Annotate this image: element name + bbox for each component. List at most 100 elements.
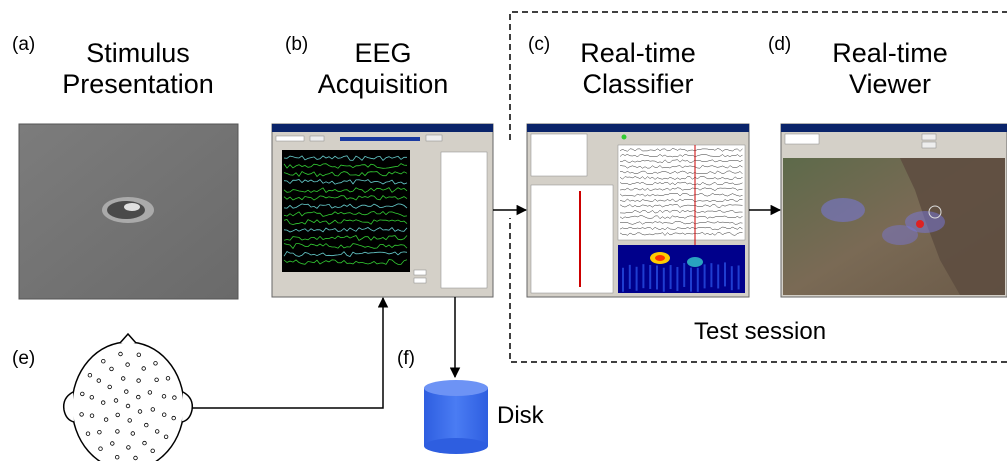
panel-c-letter: (c) bbox=[528, 34, 551, 55]
eeg-trace-line bbox=[283, 155, 407, 161]
classifier-trace-line bbox=[619, 159, 743, 163]
electrode-dot bbox=[161, 412, 167, 417]
electrode-dot bbox=[125, 362, 130, 367]
electrode-dot bbox=[120, 376, 126, 381]
eeg-trace-line bbox=[283, 235, 408, 241]
panel-b-title: EEG Acquisition bbox=[283, 38, 483, 100]
head-electrode-diagram bbox=[62, 332, 194, 461]
eeg-trace-line bbox=[283, 163, 408, 169]
classifier-trace-line bbox=[619, 176, 743, 180]
classifier-window bbox=[526, 123, 750, 298]
spectrogram-band bbox=[737, 265, 740, 290]
viewer-window bbox=[780, 123, 1007, 298]
electrode-dot bbox=[115, 412, 120, 418]
classifier-trace-line bbox=[619, 148, 743, 152]
eeg-trace-line bbox=[283, 170, 408, 178]
electrode-dot bbox=[150, 407, 155, 412]
panel-d-title: Real-time Viewer bbox=[790, 38, 990, 100]
electrode-dot bbox=[97, 430, 102, 435]
electrode-dot bbox=[147, 390, 153, 395]
electrode-dot bbox=[161, 394, 167, 399]
electrode-dot bbox=[165, 376, 171, 381]
classifier-traces bbox=[619, 148, 743, 236]
eeg-trace-line bbox=[283, 178, 408, 185]
eeg-trace-line bbox=[283, 227, 408, 233]
arrow-head-to-b bbox=[192, 296, 389, 409]
electrode-dot bbox=[163, 434, 169, 439]
electrode-dot bbox=[126, 445, 131, 450]
spectrogram-band bbox=[717, 264, 720, 289]
electrode-dot bbox=[96, 378, 101, 383]
electrode-dot bbox=[114, 455, 120, 460]
electrode-dot bbox=[154, 377, 159, 382]
panel-a-title-line2: Presentation bbox=[62, 69, 214, 99]
spectrogram-band bbox=[710, 263, 713, 288]
classifier-trace-line bbox=[619, 198, 743, 203]
classifier-trace-line bbox=[619, 187, 743, 191]
electrode-dot bbox=[142, 440, 147, 446]
spectrogram-band bbox=[676, 266, 679, 291]
electrode-dot bbox=[98, 446, 103, 451]
stimulus-image bbox=[18, 123, 239, 300]
electrodes bbox=[79, 351, 177, 461]
eeg-trace-line bbox=[283, 203, 408, 209]
electrode-dot bbox=[136, 378, 141, 383]
classifier-trace-line bbox=[619, 170, 743, 175]
electrode-dot bbox=[136, 394, 141, 400]
electrode-dot bbox=[85, 431, 91, 436]
electrode-dot bbox=[153, 361, 158, 366]
electrode-dot bbox=[124, 389, 129, 394]
electrode-dot bbox=[100, 400, 106, 405]
electrode-dot bbox=[101, 359, 106, 364]
panel-a-title: Stimulus Presentation bbox=[38, 38, 238, 100]
spectrogram-band bbox=[635, 266, 638, 291]
spectrogram-band bbox=[622, 267, 624, 292]
eeg-trace-line bbox=[283, 250, 408, 257]
panel-b-letter: (b) bbox=[285, 34, 309, 55]
electrode-dot bbox=[136, 352, 141, 357]
eeg-acquisition-window bbox=[271, 123, 494, 298]
eeg-traces bbox=[283, 155, 408, 265]
electrode-dot bbox=[171, 415, 176, 421]
spectrogram-band bbox=[690, 267, 692, 292]
spectrogram-band bbox=[703, 264, 706, 289]
electrode-dot bbox=[89, 413, 95, 418]
electrode-dot bbox=[107, 384, 112, 390]
classifier-trace-line bbox=[619, 153, 743, 158]
classifier-spectrogram bbox=[622, 252, 740, 292]
electrode-dot bbox=[110, 441, 115, 446]
eeg-trace-line bbox=[283, 259, 408, 265]
eeg-trace-line bbox=[283, 219, 408, 225]
panel-b-title-line1: EEG bbox=[354, 38, 412, 68]
electrode-dot bbox=[109, 366, 114, 372]
eeg-trace-line bbox=[283, 187, 408, 193]
spectrogram-band bbox=[683, 262, 686, 287]
test-session-label: Test session bbox=[694, 318, 827, 345]
eeg-trace-line bbox=[283, 195, 408, 201]
panel-b-title-line2: Acquisition bbox=[317, 69, 449, 99]
electrode-dot bbox=[172, 395, 177, 400]
spectrogram-band bbox=[724, 262, 726, 287]
spectrogram-band bbox=[656, 265, 658, 290]
classifier-trace-line bbox=[619, 226, 743, 231]
spectrogram-band bbox=[642, 264, 645, 289]
panel-d-letter: (d) bbox=[768, 34, 792, 55]
electrode-dot bbox=[154, 429, 160, 434]
electrode-dot bbox=[141, 366, 146, 371]
panel-c-title-line1: Real-time bbox=[580, 38, 696, 68]
spectrogram-band bbox=[649, 264, 652, 289]
electrode-dot bbox=[127, 418, 132, 423]
spectrogram-band bbox=[628, 264, 631, 289]
panel-c-title: Real-time Classifier bbox=[538, 38, 738, 100]
electrode-dot bbox=[80, 391, 85, 397]
electrode-dot bbox=[79, 412, 84, 417]
electrode-dot bbox=[125, 403, 131, 409]
electrode-dot bbox=[115, 429, 120, 434]
electrode-dot bbox=[87, 373, 93, 378]
classifier-trace-line bbox=[619, 204, 743, 208]
panel-d-title-line2: Viewer bbox=[848, 69, 932, 99]
panel-a-title-line1: Stimulus bbox=[86, 38, 190, 68]
spectrogram-peak-core bbox=[655, 255, 665, 261]
electrode-dot bbox=[144, 422, 149, 428]
